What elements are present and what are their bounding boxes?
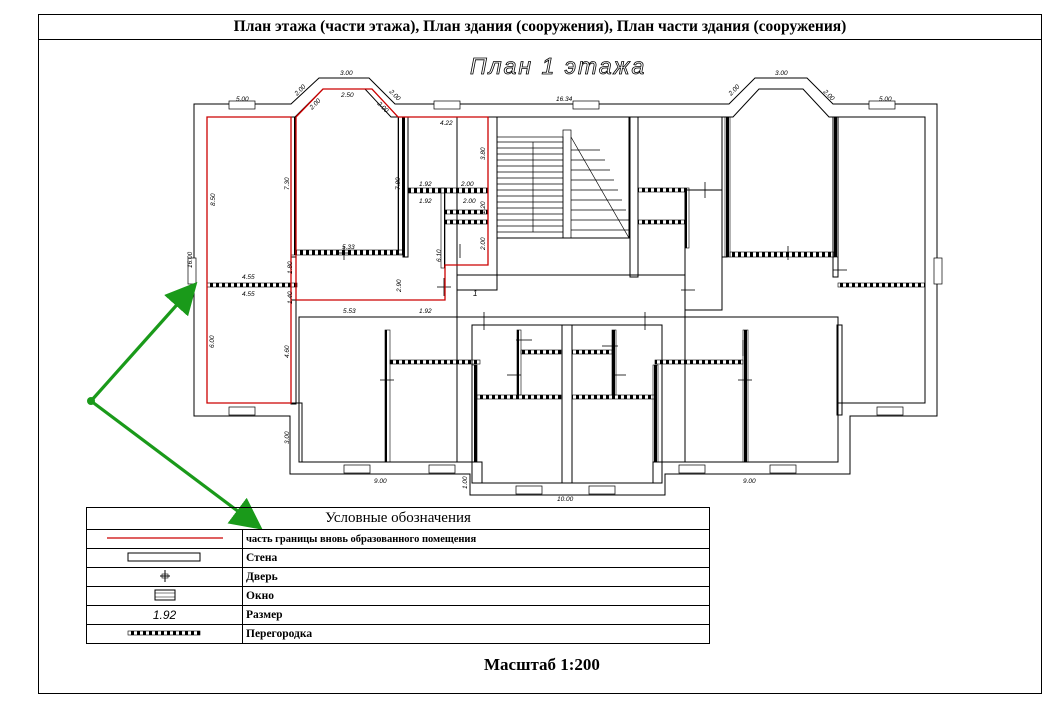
dim-label: 1.92 [419,181,432,188]
legend-symbol-door [86,567,243,587]
legend-row: Дверь [86,567,710,587]
legend-label: Окно [242,586,710,606]
dim-label: 7.80 [395,177,402,190]
dim-label: 2.90 [396,279,403,293]
dim-label: 2.00 [308,97,323,112]
dim-label: 2.00 [462,198,476,205]
new-room-boundary [206,116,292,404]
dim-label: 4.55 [242,291,255,298]
dim-label: 2.50 [340,92,354,99]
dim-label: 5.53 [343,308,356,315]
dim-label: 1.20 [480,201,487,214]
dim-label: 9.00 [743,478,756,485]
dim-label: 8.50 [210,193,217,206]
legend-label: Перегородка [242,624,710,644]
legend-row: часть границы вновь образованного помеще… [86,529,710,549]
dim-label: 2.00 [387,88,402,103]
legend-heading: Условные обозначения [86,507,710,530]
outer-walls [193,77,938,496]
dim-label: 5.00 [879,96,892,103]
legend: Условные обозначения часть границы вновь… [86,507,710,649]
dim-label: 2.00 [480,237,487,251]
dim-label: 3.00 [340,70,353,77]
dim-label: 9.00 [374,478,387,485]
legend-symbol-wall [86,548,243,568]
legend-symbol-partition [86,624,243,644]
pointer-arrows [89,281,263,530]
dim-label: 1.40 [287,291,294,304]
legend-label: Стена [242,548,710,568]
new-room-boundary-2 [295,88,489,301]
dim-label: 4.60 [284,345,291,358]
dim-label: 1.92 [419,308,432,315]
partitions [206,116,926,463]
dim-label: 1.80 [287,261,294,274]
legend-row: Окно [86,586,710,606]
dim-label: 2.00 [821,88,836,103]
dim-label: 16.34 [556,96,573,103]
room-number: 1 [473,289,477,298]
sheet-title: План этажа (части этажа), План здания (с… [38,14,1042,40]
doors [339,182,847,381]
legend-row: Перегородка [86,624,710,644]
staircase [496,129,630,239]
dim-label: 7.30 [284,177,291,190]
scale-label: Масштаб 1:200 [484,655,600,674]
plan-title: План 1 этажа [470,53,646,79]
dim-label: 1.92 [419,198,432,205]
windows [187,100,943,495]
dim-label: 3.00 [775,70,788,77]
legend-label: часть границы вновь образованного помеще… [242,529,710,549]
legend-row: Стена [86,548,710,568]
legend-label: Размер [242,605,710,625]
dim-label: 6.10 [436,249,443,262]
dim-label: 4.22 [440,120,453,127]
dim-label: 1.00 [462,476,469,489]
legend-label: Дверь [242,567,710,587]
dim-label: 2.00 [727,83,742,98]
dim-label: 3.00 [284,431,291,444]
dim-label: 3.80 [480,147,487,160]
legend-symbol-window [86,586,243,606]
dim-label: 5.33 [342,244,355,251]
dim-label: 16.00 [187,251,194,268]
legend-symbol-dimension: 1.92 [86,605,243,625]
dim-label: 5.00 [236,96,249,103]
dim-label: 2.00 [460,181,474,188]
dim-label: 6.00 [209,335,216,348]
dim-label: 10.00 [557,496,574,503]
dim-label: 4.55 [242,274,255,281]
drawing-frame [38,14,1042,694]
legend-symbol-boundary [86,529,243,549]
arrow-origin-dot [87,397,95,405]
legend-row: 1.92 Размер [86,605,710,625]
